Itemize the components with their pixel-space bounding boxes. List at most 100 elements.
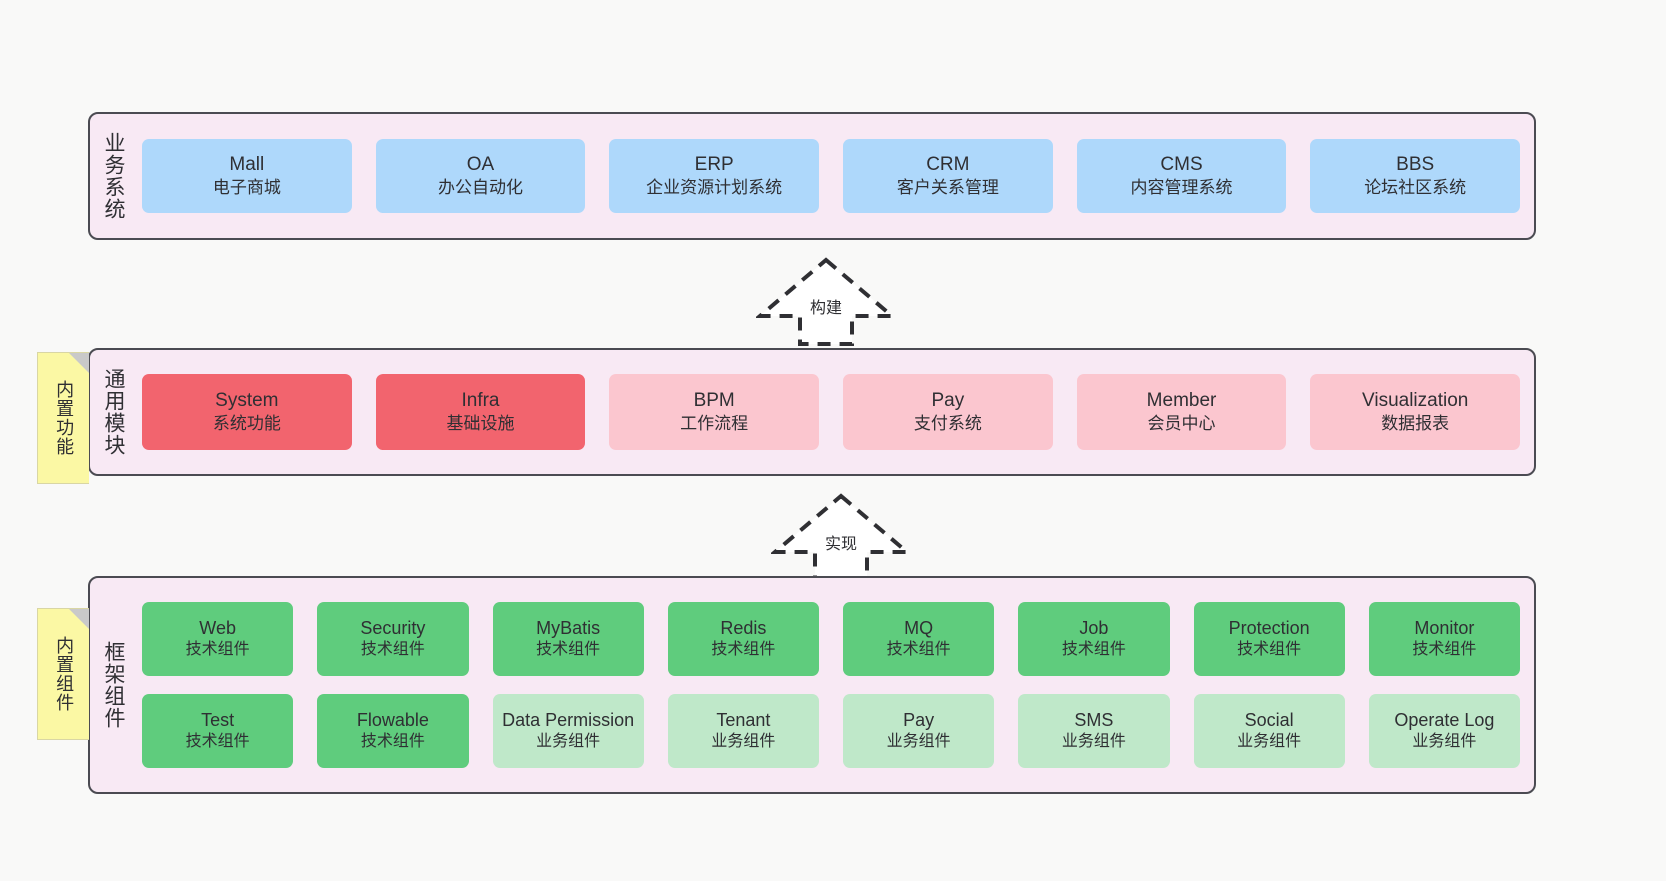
card-subtitle: 业务组件 xyxy=(711,733,776,751)
card-bbs[interactable]: BBS 论坛社区系统 xyxy=(1310,139,1521,213)
card-title: Infra xyxy=(461,389,500,411)
card-data-permission[interactable]: Data Permission 业务组件 xyxy=(492,694,644,768)
card-title: System xyxy=(215,389,279,411)
note-builtin-component-label: 内置组件 xyxy=(54,636,75,712)
card-system[interactable]: System 系统功能 xyxy=(142,374,352,450)
card-monitor[interactable]: Monitor 技术组件 xyxy=(1368,602,1520,676)
arrow-up-hollow-dashed-icon xyxy=(771,493,911,582)
business-card-row: Mall 电子商城 OA 办公自动化 ERP 企业资源计划系统 CRM 客户关系… xyxy=(142,139,1521,213)
card-test[interactable]: Test 技术组件 xyxy=(142,694,294,768)
card-mall[interactable]: Mall 电子商城 xyxy=(142,139,352,213)
card-pay-business[interactable]: Pay 业务组件 xyxy=(843,694,995,768)
card-subtitle: 业务组件 xyxy=(886,733,951,751)
card-title: Social xyxy=(1244,710,1294,731)
card-subtitle: 数据报表 xyxy=(1381,414,1450,434)
card-title: Pay xyxy=(903,710,935,731)
note-builtin-function-label: 内置功能 xyxy=(54,380,75,456)
note-fold-corner-icon xyxy=(69,609,89,629)
layer-business-system: 业务系统 Mall 电子商城 OA 办公自动化 ERP 企业资源计划系统 CRM… xyxy=(88,112,1536,240)
card-subtitle: 支付系统 xyxy=(913,414,982,434)
card-subtitle: 技术组件 xyxy=(185,641,250,659)
layer-framework-component-body: Web 技术组件 Security 技术组件 MyBatis 技术组件 Redi… xyxy=(136,578,1534,792)
layer-framework-component: 框架组件 Web 技术组件 Security 技术组件 MyBatis 技术组件… xyxy=(88,576,1536,794)
card-security[interactable]: Security 技术组件 xyxy=(317,602,469,676)
card-title: OA xyxy=(466,153,495,175)
card-title: BPM xyxy=(693,389,735,411)
card-subtitle: 电子商城 xyxy=(212,178,281,198)
card-mq[interactable]: MQ 技术组件 xyxy=(843,602,995,676)
card-title: Flowable xyxy=(356,710,429,731)
card-title: Test xyxy=(201,710,235,731)
card-title: Web xyxy=(199,618,236,639)
card-crm[interactable]: CRM 客户关系管理 xyxy=(843,139,1053,213)
card-pay[interactable]: Pay 支付系统 xyxy=(843,374,1053,450)
framework-card-row-2: Test 技术组件 Flowable 技术组件 Data Permission … xyxy=(142,694,1520,768)
card-subtitle: 客户关系管理 xyxy=(896,178,999,198)
card-title: Mall xyxy=(229,153,265,175)
card-title: MyBatis xyxy=(536,618,601,639)
card-title: Monitor xyxy=(1414,618,1475,639)
layer-common-module-body: System 系统功能 Infra 基础设施 BPM 工作流程 Pay 支付系统… xyxy=(136,350,1534,474)
card-oa[interactable]: OA 办公自动化 xyxy=(375,139,586,213)
card-visualization[interactable]: Visualization 数据报表 xyxy=(1310,374,1521,450)
card-social[interactable]: Social 业务组件 xyxy=(1193,694,1345,768)
note-fold-corner-icon xyxy=(69,353,89,373)
card-title: Visualization xyxy=(1362,389,1469,411)
card-title: Data Permission xyxy=(502,710,635,731)
card-title: SMS xyxy=(1074,710,1114,731)
card-subtitle: 业务组件 xyxy=(1412,733,1477,751)
card-subtitle: 内容管理系统 xyxy=(1130,178,1233,198)
note-builtin-function: 内置功能 xyxy=(37,352,89,484)
card-mybatis[interactable]: MyBatis 技术组件 xyxy=(492,602,644,676)
card-erp[interactable]: ERP 企业资源计划系统 xyxy=(609,139,820,213)
card-subtitle: 技术组件 xyxy=(1061,641,1126,659)
card-job[interactable]: Job 技术组件 xyxy=(1018,602,1170,676)
card-operate-log[interactable]: Operate Log 业务组件 xyxy=(1368,694,1520,768)
arrow-up-hollow-dashed-icon xyxy=(756,257,896,346)
card-infra[interactable]: Infra 基础设施 xyxy=(375,374,586,450)
card-subtitle: 业务组件 xyxy=(1061,733,1126,751)
card-subtitle: 技术组件 xyxy=(1237,641,1302,659)
card-title: BBS xyxy=(1396,153,1435,175)
card-title: Security xyxy=(360,618,426,639)
card-title: MQ xyxy=(904,618,934,639)
card-flowable[interactable]: Flowable 技术组件 xyxy=(317,694,469,768)
card-subtitle: 办公自动化 xyxy=(438,178,523,198)
card-subtitle: 业务组件 xyxy=(1237,733,1302,751)
card-web[interactable]: Web 技术组件 xyxy=(142,602,294,676)
card-member[interactable]: Member 会员中心 xyxy=(1076,374,1287,450)
layer-framework-component-label: 框架组件 xyxy=(101,641,125,729)
common-card-row: System 系统功能 Infra 基础设施 BPM 工作流程 Pay 支付系统… xyxy=(142,374,1521,450)
card-title: Operate Log xyxy=(1394,710,1495,731)
card-subtitle: 技术组件 xyxy=(886,641,951,659)
layer-business-system-label: 业务系统 xyxy=(101,132,125,220)
card-subtitle: 技术组件 xyxy=(185,733,250,751)
card-title: Member xyxy=(1146,389,1217,411)
card-title: Tenant xyxy=(716,710,771,731)
card-title: Job xyxy=(1079,618,1109,639)
card-cms[interactable]: CMS 内容管理系统 xyxy=(1076,139,1287,213)
note-builtin-component: 内置组件 xyxy=(37,608,89,740)
card-protection[interactable]: Protection 技术组件 xyxy=(1193,602,1345,676)
card-subtitle: 企业资源计划系统 xyxy=(646,178,783,198)
arrow-realize: 实现 xyxy=(771,492,911,584)
card-title: CRM xyxy=(926,153,970,175)
card-sms[interactable]: SMS 业务组件 xyxy=(1018,694,1170,768)
card-subtitle: 工作流程 xyxy=(680,414,749,434)
card-subtitle: 论坛社区系统 xyxy=(1364,178,1467,198)
arrow-build: 构建 xyxy=(756,256,896,348)
layer-common-module-label: 通用模块 xyxy=(101,368,125,456)
card-title: ERP xyxy=(694,153,734,175)
card-subtitle: 技术组件 xyxy=(360,733,425,751)
card-title: Pay xyxy=(931,389,965,411)
card-subtitle: 系统功能 xyxy=(212,414,281,434)
card-redis[interactable]: Redis 技术组件 xyxy=(667,602,819,676)
framework-card-row-1: Web 技术组件 Security 技术组件 MyBatis 技术组件 Redi… xyxy=(142,602,1520,676)
card-subtitle: 技术组件 xyxy=(360,641,425,659)
card-subtitle: 基础设施 xyxy=(446,414,515,434)
card-subtitle: 会员中心 xyxy=(1147,414,1216,434)
card-title: Protection xyxy=(1228,618,1310,639)
card-bpm[interactable]: BPM 工作流程 xyxy=(609,374,820,450)
card-tenant[interactable]: Tenant 业务组件 xyxy=(667,694,819,768)
